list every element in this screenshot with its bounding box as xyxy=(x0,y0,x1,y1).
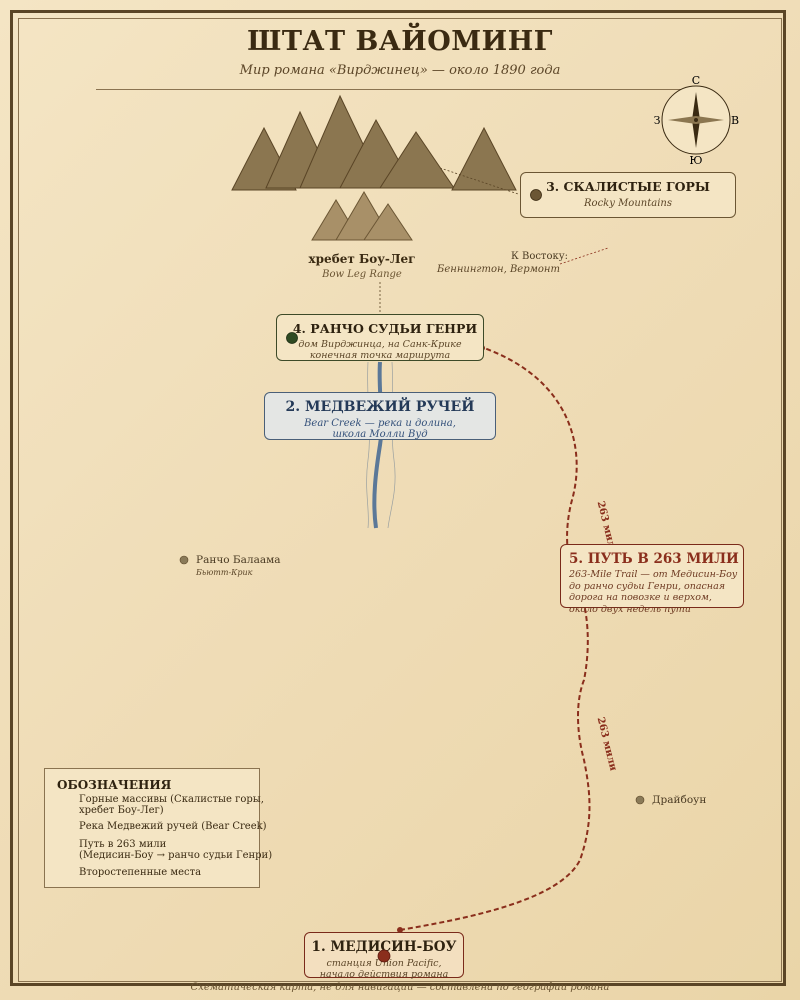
legend-mountains-line2: хребет Боу-Лег) xyxy=(79,805,164,816)
compass-south: Ю xyxy=(689,154,702,167)
balaam-ranch-subtitle: Бьютт-Крик xyxy=(196,568,253,577)
map-subtitle: Мир романа «Вирджинец» — около 1890 года xyxy=(239,63,561,78)
ranch-label[interactable]: 4. РАНЧО СУДЬИ ГЕНРИ дом Вирджинца, на С… xyxy=(276,314,484,361)
ranch-title: 4. РАНЧО СУДЬИ ГЕНРИ xyxy=(292,321,478,336)
ranch-marker xyxy=(286,332,298,344)
trail-start-point xyxy=(397,927,403,933)
rocky-title: 3. СКАЛИСТЫЕ ГОРЫ xyxy=(546,179,710,194)
map-footer-note: Схематическая карта, не для навигации — … xyxy=(190,982,610,993)
balaam-ranch-title: Ранчо Балаама xyxy=(196,554,281,566)
east-label: К Востоку: xyxy=(511,251,568,262)
medicine-line2: начало действия романа xyxy=(319,969,449,980)
ranch-line2: конечная точка маршрута xyxy=(309,350,451,361)
trail-line4: около двух недель пути xyxy=(569,603,691,615)
compass-east: В xyxy=(731,114,739,127)
compass-rose-icon xyxy=(661,85,731,155)
east-place: Беннингтон, Вермонт xyxy=(436,264,560,275)
ranch-line1: дом Вирджинца, на Санк-Крике xyxy=(298,339,462,350)
legend-minor: Второстепенные места xyxy=(79,867,202,878)
inner-frame xyxy=(18,18,782,982)
map-title: ШТАТ ВАЙОМИНГ xyxy=(247,26,553,57)
creek-title: 2. МЕДВЕЖИЙ РУЧЕЙ xyxy=(285,399,475,415)
medicine-title: 1. МЕДИСИН-БОУ xyxy=(311,939,457,955)
creek-line1: Bear Creek — река и долина, xyxy=(304,418,456,429)
bowleg-range-icon[interactable] xyxy=(311,191,413,241)
balaam-ranch-marker[interactable] xyxy=(179,555,189,565)
trail-label[interactable]: 5. ПУТЬ В 263 МИЛИ 263-Mile Trail — от М… xyxy=(560,544,744,615)
bear-creek-label[interactable]: 2. МЕДВЕЖИЙ РУЧЕЙ Bear Creek — река и до… xyxy=(264,392,496,440)
trail-title: 5. ПУТЬ В 263 МИЛИ xyxy=(569,551,739,567)
compass-north: С xyxy=(692,74,700,87)
trail-distance-label-lower: 263 мили xyxy=(595,716,619,773)
rocky-mountains-label[interactable]: 3. СКАЛИСТЫЕ ГОРЫ Rocky Mountains xyxy=(520,172,736,218)
legend-title: ОБОЗНАЧЕНИЯ xyxy=(57,778,172,792)
legend-trail-line2: (Медисин-Боу → ранчо судьи Генри) xyxy=(79,850,273,861)
compass-west: З xyxy=(654,114,661,127)
rocky-leader-line xyxy=(439,167,519,195)
trail-line2: до ранчо судьи Генри, опасная xyxy=(569,580,726,592)
title-rule xyxy=(96,89,706,90)
drybone-marker[interactable] xyxy=(635,795,645,805)
legend-mountains-line1: Горные массивы (Скалистые горы, xyxy=(79,794,264,805)
rocky-subtitle: Rocky Mountains xyxy=(584,198,672,209)
outer-frame xyxy=(10,10,786,986)
trail-263-mile[interactable] xyxy=(399,347,591,931)
legend-panel: ОБОЗНАЧЕНИЯ Горные массивы (Скалистые го… xyxy=(44,768,272,888)
east-direction-line xyxy=(559,247,609,265)
trail-line1: 263-Mile Trail — от Медисин-Боу xyxy=(569,569,738,580)
medicine-line1: станция Union Pacific, xyxy=(326,958,442,969)
bowleg-title: хребет Боу-Лег xyxy=(308,252,416,266)
rocky-marker xyxy=(530,189,542,201)
bear-creek-river[interactable] xyxy=(372,361,384,529)
medicine-bow-marker xyxy=(377,949,391,963)
creek-line2: школа Молли Вуд xyxy=(332,429,428,440)
legend-river: Река Медвежий ручей (Bear Creek) xyxy=(79,821,267,832)
bowleg-subtitle: Bow Leg Range xyxy=(322,269,402,280)
legend-trail-line1: Путь в 263 мили xyxy=(79,839,167,850)
drybone-title: Драйбоун xyxy=(652,794,707,806)
trail-line3: дорога на повозке и верхом, xyxy=(569,592,712,603)
rocky-mountains-icon[interactable] xyxy=(231,94,517,191)
